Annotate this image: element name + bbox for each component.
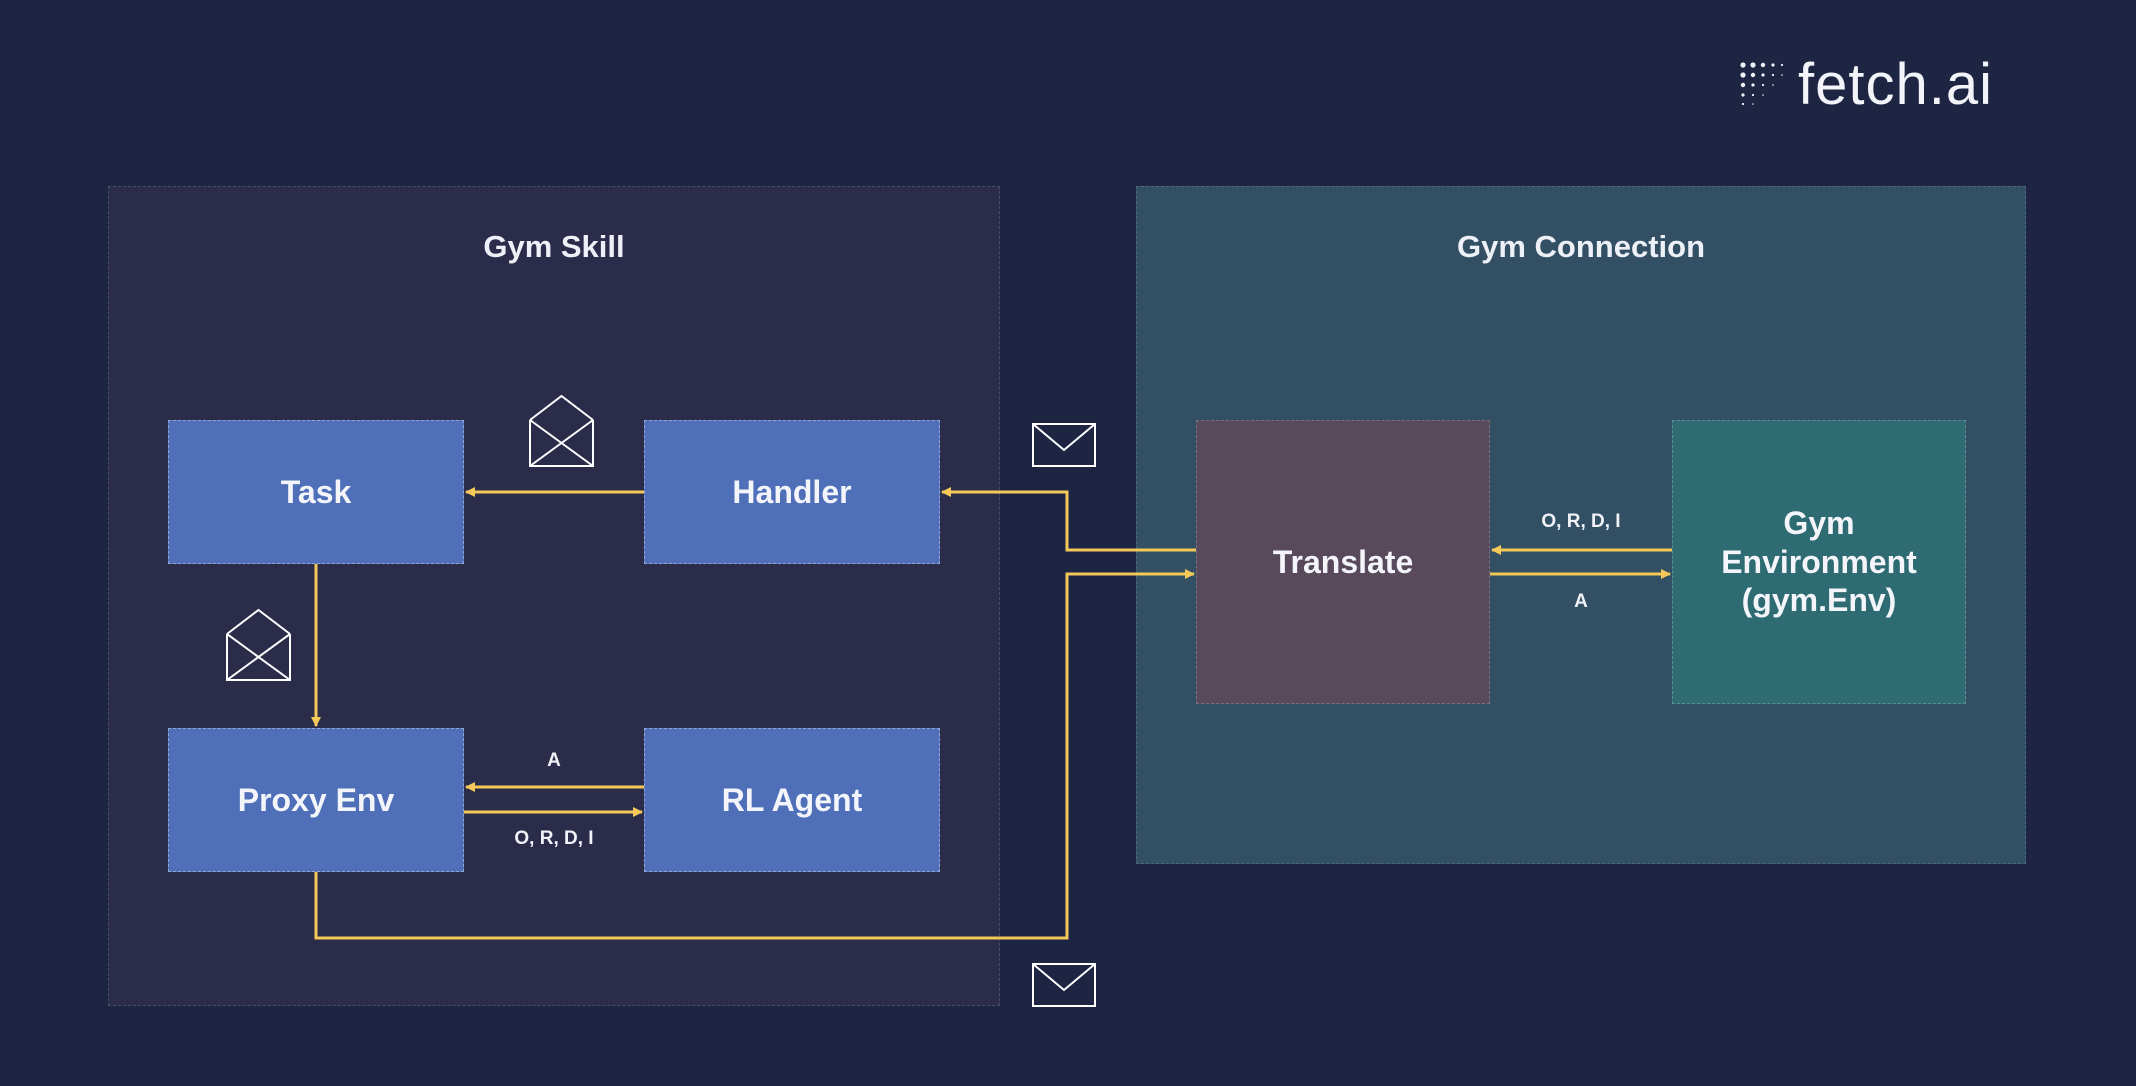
fetch-ai-logo: fetch.ai	[1740, 51, 1993, 117]
handler-box: Handler	[644, 420, 940, 564]
arrow-proxy-to-translate	[314, 569, 1195, 940]
gym-skill-title: Gym Skill	[483, 229, 625, 264]
arrow-label-action: A	[1574, 591, 1588, 612]
arrow-label-action: A	[547, 750, 561, 771]
rl-agent-box: RL Agent	[644, 728, 940, 872]
gym-connection-title: Gym Connection	[1456, 229, 1705, 264]
rl-agent-label: RL Agent	[721, 781, 863, 818]
fetch-ai-dots-icon	[1740, 62, 1784, 106]
proxy-env-label: Proxy Env	[237, 781, 395, 818]
arrow-translate-to-handler	[941, 487, 1196, 552]
translate-label: Translate	[1272, 543, 1414, 580]
gym-env-line-1: Gym	[1783, 505, 1855, 542]
proxy-env-box: Proxy Env	[168, 728, 464, 872]
translate-box: Translate	[1196, 420, 1490, 704]
open-envelope-icon	[529, 394, 594, 467]
closed-envelope-icon	[1032, 423, 1096, 467]
closed-envelope-icon	[1032, 963, 1096, 1007]
task-box: Task	[168, 420, 464, 564]
handler-label: Handler	[732, 473, 852, 510]
gym-environment-box: Gym Environment (gym.Env)	[1672, 420, 1966, 704]
open-envelope-icon	[226, 608, 291, 681]
gym-env-line-3: (gym.Env)	[1741, 582, 1897, 619]
arrow-label-observation: O, R, D, I	[514, 828, 594, 849]
task-label: Task	[280, 473, 352, 510]
gym-env-line-2: Environment	[1721, 543, 1917, 580]
logo-text: fetch.ai	[1798, 51, 1993, 117]
arrow-label-observation: O, R, D, I	[1541, 511, 1621, 532]
